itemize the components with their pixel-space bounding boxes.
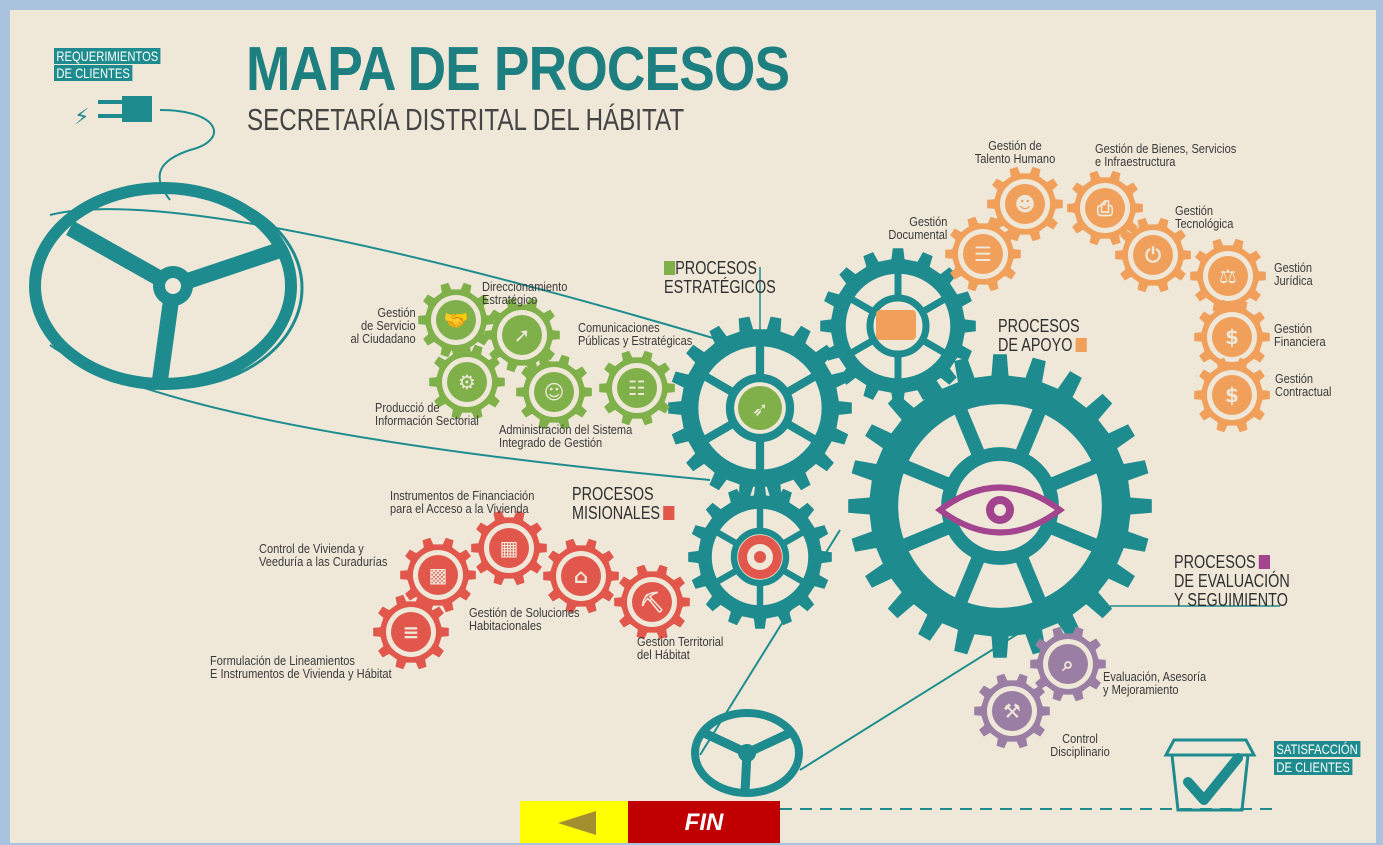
documents-icon: ☰ — [974, 242, 992, 266]
satisfaction-tag-line1: SATISFACCIÓN — [1274, 741, 1361, 757]
gear-control-disciplinario: ⚒ — [974, 673, 1050, 749]
people-icon: ☻ — [1015, 192, 1036, 216]
satisfaction-tag-line2: DE CLIENTES — [1274, 759, 1353, 775]
triangle-left-icon — [558, 811, 596, 835]
gear-administracion-sistema: ☺ — [516, 354, 592, 430]
printer-icon: ⎙ — [1096, 196, 1114, 220]
gear-documental: ☰ — [945, 216, 1021, 292]
fin-button[interactable]: FIN — [628, 801, 780, 843]
arrow-up-right-icon: ➚ — [514, 323, 531, 347]
gear-control-vivienda: ▩ — [400, 537, 476, 613]
gear-tecnologica: ⏻ — [1115, 217, 1191, 293]
belt-line-upper — [49, 208, 771, 356]
plug-body — [122, 96, 152, 122]
target-center-icon — [754, 551, 766, 563]
process-map-canvas: ⚡ ➶ 🤝 ➚ ☷ ⚙ ☺ ☻ ⎙ ☰ ⏻ ⚖ $ $ ▦ ▩ ⌂ ⛏ ≡ ⌕ ⚒ MAPA DE PROCESOS S… — [10, 10, 1376, 843]
gear-formulacion-lineamientos: ≡ — [373, 594, 449, 670]
scales-icon: ⚖ — [1219, 264, 1237, 288]
strategic-color-square — [664, 261, 676, 275]
page-subtitle: SECRETARÍA DISTRITAL DEL HÁBITAT — [247, 102, 685, 137]
eye-icon — [934, 484, 1066, 536]
page-title: MAPA DE PROCESOS — [246, 35, 790, 104]
support-color-square — [1075, 338, 1087, 352]
evaluation-heading: PROCESOS DE EVALUACIÓN Y SEGUIMIENTO — [1174, 552, 1290, 610]
requirements-tag-line2: DE CLIENTES — [54, 65, 133, 81]
gear-soluciones-habitacionales: ⌂ — [543, 538, 619, 614]
back-button[interactable] — [520, 801, 628, 843]
gear-contractual: $ — [1194, 357, 1270, 433]
chat-icon: ☷ — [628, 376, 646, 400]
excavator-icon: ⛏ — [639, 590, 664, 614]
gear-gestion-territorial: ⛏ — [614, 564, 690, 640]
strategic-heading: PROCESOS ESTRATÉGICOS — [664, 258, 776, 297]
handshake-icon: 🤝 — [444, 308, 469, 332]
plug-prong-top — [98, 100, 122, 104]
strategic-center-icon — [738, 386, 782, 430]
missional-color-square — [663, 506, 675, 520]
gear-produccion-informacion: ⚙ — [429, 344, 505, 420]
gear-instrumentos-financiacion: ▦ — [471, 510, 547, 586]
magnifier-icon: ⌕ — [1061, 652, 1073, 676]
gear-talento-humano: ☻ — [987, 166, 1063, 242]
missional-heading: PROCESOS MISIONALES — [572, 485, 675, 523]
person-icon: ☺ — [544, 380, 565, 404]
requirements-tag-line1: REQUERIMIENTOS — [54, 48, 161, 64]
gear-financiera: $ — [1194, 299, 1270, 375]
support-heading: PROCESOS DE APOYO — [998, 317, 1087, 355]
gear-direccionamiento: ➚ — [484, 297, 560, 373]
boxes-icon: ▩ — [429, 563, 448, 587]
lightning-icon: ⚡ — [74, 105, 89, 130]
ballot-box-icon — [1163, 738, 1257, 812]
steering-wheel-small-icon — [691, 709, 803, 797]
gear-evaluacion-asesoria: ⌕ — [1030, 626, 1106, 702]
gear-juridica: ⚖ — [1190, 238, 1266, 314]
steering-wheel-large-icon — [29, 182, 304, 390]
dollar-icon: $ — [1225, 325, 1239, 349]
gear-icon: ⚙ — [458, 370, 476, 394]
bottom-navigation: FIN — [520, 801, 780, 843]
hand-icon — [876, 310, 916, 340]
power-icon: ⏻ — [1145, 243, 1161, 267]
gavel-icon: ⚒ — [1003, 699, 1021, 723]
evaluation-color-square — [1258, 555, 1271, 569]
process-map-diagram: ⚡ ➶ 🤝 ➚ ☷ ⚙ ☺ ☻ ⎙ ☰ ⏻ ⚖ $ $ ▦ ▩ ⌂ ⛏ ≡ ⌕ ⚒ — [29, 96, 1280, 812]
plug-cable — [158, 109, 215, 201]
list-icon: ≡ — [403, 620, 420, 644]
gear-bienes-servicios: ⎙ — [1067, 170, 1143, 246]
dart-icon: ➶ — [752, 397, 769, 421]
dollar-icon: $ — [1225, 383, 1239, 407]
plug-prong-bottom — [98, 114, 122, 118]
checkmark-icon — [1183, 753, 1243, 805]
gear-comunicaciones: ☷ — [599, 350, 675, 426]
gear-servicio-ciudadano: 🤝 — [418, 282, 494, 358]
calculator-icon: ▦ — [500, 536, 519, 560]
house-icon: ⌂ — [574, 564, 588, 588]
